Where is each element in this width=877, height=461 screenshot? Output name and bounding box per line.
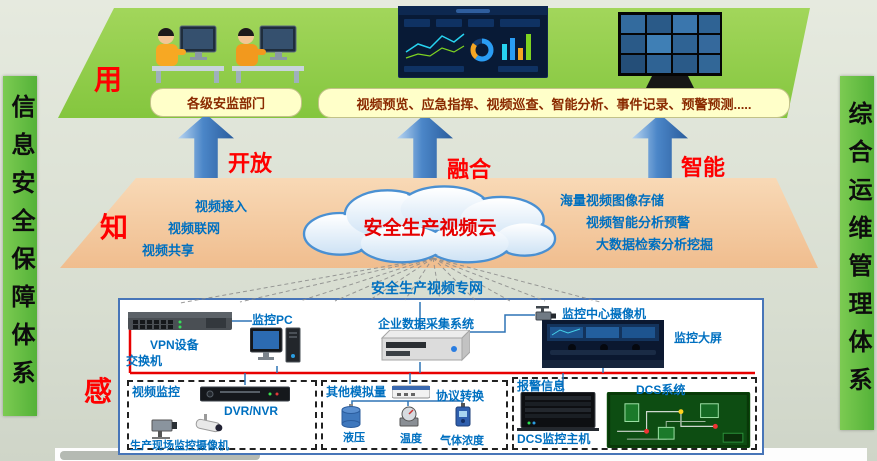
right-banner-label: 综合运维管理体系 <box>844 101 871 405</box>
cloud-right-item-3: 大数据检索分析挖掘 <box>596 237 714 252</box>
video-wall-illustration <box>618 12 722 94</box>
vpn-device-label: VPN设备 <box>150 338 199 352</box>
tag-know: 知 <box>100 212 129 243</box>
arrow-up-open <box>178 114 234 178</box>
cloud-right-item-2: 视频智能分析预警 <box>586 215 691 230</box>
arrow-up-smart <box>632 114 688 178</box>
video-group-title: 视频监控 <box>132 385 181 399</box>
bottom-scrollbar-thumb <box>60 451 260 460</box>
dcs-hmi-screen-illustration <box>606 392 751 448</box>
sensor-label-3: 气体浓度 <box>440 435 484 447</box>
video-monitoring-group <box>127 380 317 450</box>
cloud-right-item-1: 海量视频图像存储 <box>560 193 665 208</box>
cloud-left-item-3: 视频共享 <box>142 243 195 258</box>
daq-server-icon <box>380 330 470 362</box>
dcs-group <box>512 377 757 450</box>
monitor-pc-label: 监控PC <box>252 313 293 327</box>
left-banner-label: 信息安全保障体系 <box>7 94 34 398</box>
analog-signals-group <box>321 380 508 450</box>
dcs-system-label: DCS系统 <box>636 383 686 397</box>
cloud-left-item-2: 视频联网 <box>168 221 221 236</box>
protocol-label: 协议转换 <box>436 389 485 403</box>
cloud-left-item-1: 视频接入 <box>195 199 248 214</box>
arrow-label-open: 开放 <box>228 151 273 176</box>
gas-detector-icon <box>455 403 471 427</box>
tag-use: 用 <box>94 64 123 95</box>
hydraulic-sensor-icon <box>341 404 361 428</box>
network-switch-icon <box>128 312 232 330</box>
sensor-label-1: 液压 <box>343 432 365 444</box>
tag-sense: 感 <box>84 376 113 407</box>
monitor-pc-icon <box>250 327 301 363</box>
arrow-up-fuse <box>397 114 453 178</box>
alarm-info-label: 报警信息 <box>517 379 566 393</box>
control-room-illustration <box>542 320 664 368</box>
private-network-label: 安全生产视频专网 <box>371 280 483 296</box>
big-screen-label: 监控大屏 <box>674 331 723 345</box>
arrow-label-fuse: 融合 <box>447 157 492 182</box>
department-box-label: 各级安监部门 <box>186 96 265 111</box>
switch-label: 交换机 <box>126 354 163 368</box>
site-cameras-icon <box>151 414 223 439</box>
right-banner: 综合运维管理体系 <box>840 76 874 430</box>
department-box: 各级安监部门 <box>150 88 302 117</box>
applications-box-label: 视频预览、应急指挥、视频巡查、智能分析、事件记录、预警预测..... <box>356 96 752 112</box>
dvr-device-icon <box>200 386 290 402</box>
analog-group-title: 其他模拟量 <box>326 385 387 399</box>
sensor-label-2: 温度 <box>400 433 422 445</box>
analytics-dashboard-illustration <box>398 6 548 78</box>
applications-box: 视频预览、应急指挥、视频巡查、智能分析、事件记录、预警预测..... <box>318 88 790 118</box>
cloud-title: 安全生产视频云 <box>363 218 497 239</box>
cloud-shape <box>302 185 557 264</box>
daq-server-label: 企业数据采集系统 <box>378 317 475 331</box>
dvr-label: DVR/NVR <box>224 404 279 418</box>
left-banner: 信息安全保障体系 <box>3 76 37 416</box>
arrow-label-smart: 智能 <box>681 155 726 180</box>
dcs-host-icon <box>517 392 599 431</box>
temperature-sensor-icon <box>399 406 419 427</box>
protocol-converter-icon <box>392 385 430 399</box>
site-cameras-label: 生产现场监控摄像机 <box>130 440 229 452</box>
dcs-host-label: DCS监控主机 <box>517 432 591 446</box>
center-camera-label: 监控中心摄像机 <box>562 307 647 321</box>
operators-at-computers-illustration <box>152 25 304 83</box>
